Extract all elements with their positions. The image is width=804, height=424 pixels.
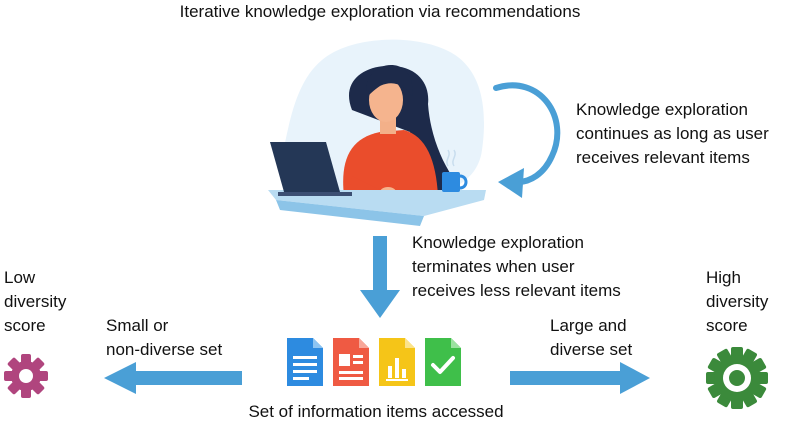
low-label-line: score [4,316,46,335]
low-diversity-label: Low diversity score [4,266,66,338]
low-gear-icon [4,354,48,398]
layout-document-icon [333,338,369,386]
terminate-label-line: receives less relevant items [412,281,621,300]
loop-label-line: Knowledge exploration [576,100,749,119]
loop-label-line: continues as long as user [576,124,769,143]
high-label-line: diversity [706,292,769,311]
check-document-icon [425,338,461,386]
terminate-label-line: terminates when user [412,257,575,276]
right-arrow-icon [510,362,650,394]
left-arrow-icon [104,362,242,394]
high-label-line: High [706,268,741,287]
diagram-title: Iterative knowledge exploration via reco… [179,2,581,21]
loop-label: Knowledge exploration continues as long … [576,98,769,170]
terminate-label: Knowledge exploration terminates when us… [412,231,621,303]
terminate-label-line: Knowledge exploration [412,233,585,252]
loop-arrow-icon [493,82,561,198]
chart-document-icon [379,338,415,386]
large-set-label: Large and diverse set [550,314,632,362]
items-caption: Set of information items accessed [248,402,504,421]
small-label-line: non-diverse set [106,340,223,359]
small-label-line: Small or [106,316,169,335]
down-arrow-icon [360,236,400,318]
text-document-icon [287,338,323,386]
low-label-line: Low [4,268,36,287]
small-set-label: Small or non-diverse set [106,314,222,362]
person-laptop-illustration [268,39,486,226]
large-label-line: diverse set [550,340,633,359]
high-diversity-label: High diversity score [706,266,768,338]
loop-label-line: receives relevant items [576,148,750,167]
large-label-line: Large and [550,316,627,335]
high-label-line: score [706,316,748,335]
high-gear-icon [706,347,768,409]
low-label-line: diversity [4,292,67,311]
